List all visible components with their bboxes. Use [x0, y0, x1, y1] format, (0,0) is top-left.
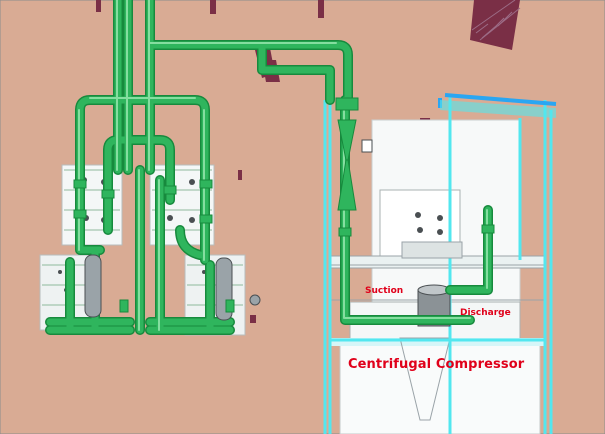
equipment-title: Centrifugal Compressor: [348, 357, 525, 372]
staircase: [471, 0, 521, 41]
suction-label: Suction: [365, 286, 404, 296]
discharge-label: Discharge: [460, 308, 511, 318]
valves: [73, 179, 495, 313]
suction-strainer: [335, 97, 359, 211]
